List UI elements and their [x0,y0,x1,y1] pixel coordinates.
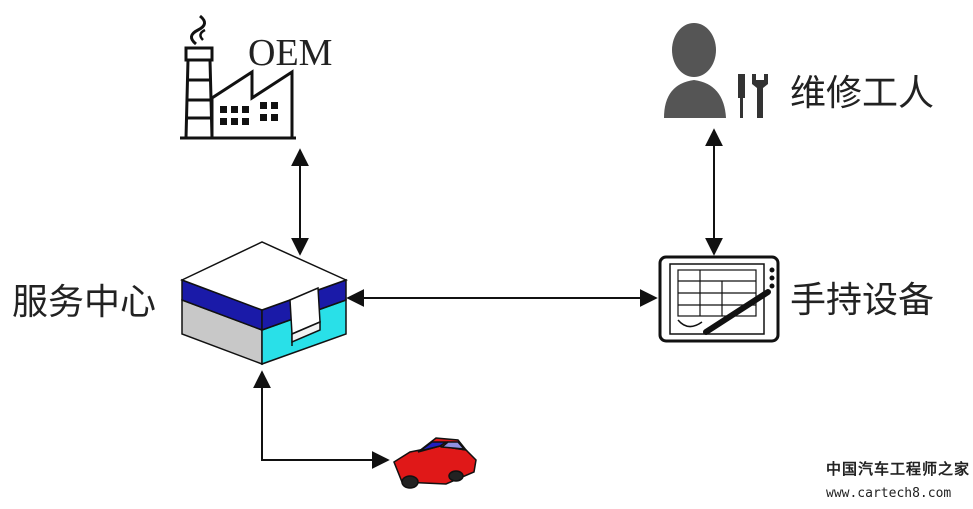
tablet-device-icon [658,255,780,343]
factory-icon [180,14,296,140]
handheld-device-label: 手持设备 [790,280,935,321]
server-box-icon [180,241,349,366]
oem-label: OEM [248,32,333,74]
worker-with-tools-icon [664,23,768,118]
watermark-url: www.cartech8.com [826,486,952,501]
watermark-title: 中国汽车工程师之家 [826,460,971,478]
service-center-label: 服务中心 [12,282,157,323]
red-car-icon [393,437,477,489]
connection-service-vehicle [253,370,390,469]
repair-worker-label: 维修工人 [790,73,935,114]
